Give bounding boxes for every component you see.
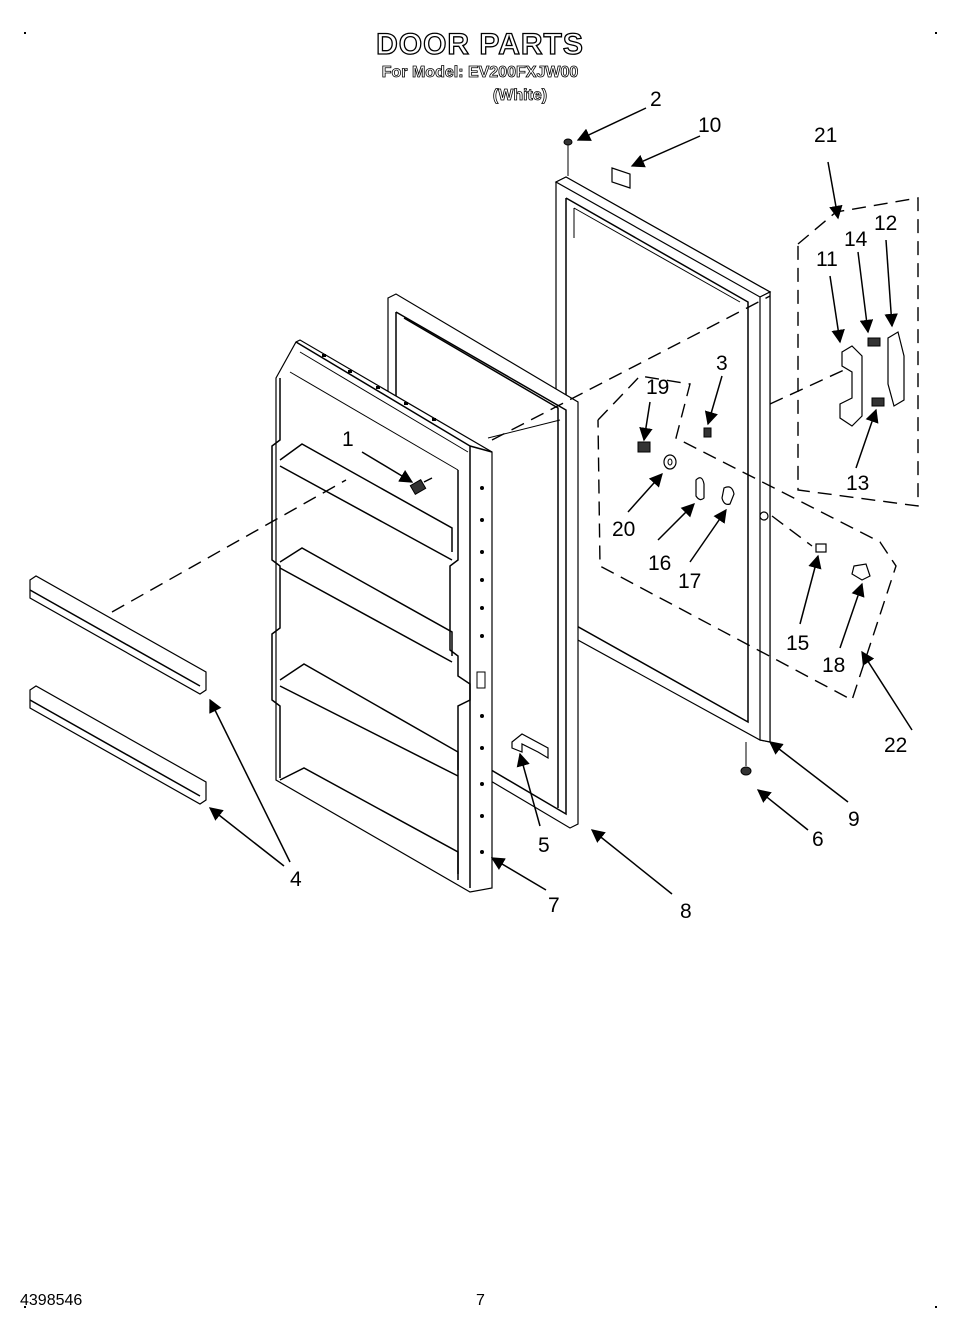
stop-parts-15-20	[637, 441, 871, 581]
door-liner	[271, 339, 493, 893]
door-shelf-rails	[29, 575, 207, 805]
callout-5: 5	[538, 834, 550, 857]
callout-1: 1	[342, 428, 354, 451]
screw-part-1	[409, 477, 433, 496]
callout-6: 6	[812, 828, 824, 851]
hinge-parts-11-14	[839, 331, 905, 427]
callout-16: 16	[648, 552, 671, 575]
callout-10: 10	[698, 114, 721, 137]
callout-19: 19	[646, 376, 669, 399]
callout-18: 18	[822, 654, 845, 677]
callout-21: 21	[814, 124, 837, 147]
callout-15: 15	[786, 632, 809, 655]
door-outer-panel	[554, 176, 772, 743]
callout-14: 14	[844, 228, 868, 251]
callout-12: 12	[874, 212, 897, 235]
page-title: DOOR PARTS	[375, 27, 584, 61]
leader-arrows	[208, 107, 913, 895]
callout-22: 22	[884, 734, 907, 757]
callout-11: 11	[816, 248, 838, 271]
callout-7: 7	[548, 894, 560, 917]
corner-marks	[24, 32, 937, 1308]
hinge-pin-part-3	[703, 427, 712, 438]
model-line: For Model: EV200FXJW00	[381, 64, 579, 82]
callout-8: 8	[680, 900, 692, 923]
callout-13: 13	[846, 472, 869, 495]
page-number: 7	[476, 1292, 485, 1309]
screw-part-2	[563, 138, 573, 176]
callout-20: 20	[612, 518, 635, 541]
nameplate-part-10	[611, 167, 631, 189]
bracket-part-5	[511, 733, 549, 760]
bushing-part-6	[740, 742, 752, 776]
callout-9: 9	[848, 808, 860, 831]
projection-lines	[111, 197, 919, 702]
color-line: (White)	[492, 87, 548, 105]
callout-labels: 1 2 3 4 5 6 7 8 9 10 11 12 13 14 15 16 1…	[290, 88, 907, 923]
callout-2: 2	[650, 88, 662, 111]
callout-3: 3	[716, 352, 728, 375]
callout-17: 17	[678, 570, 701, 593]
document-number: 4398546	[20, 1292, 83, 1309]
callout-4: 4	[290, 868, 302, 891]
